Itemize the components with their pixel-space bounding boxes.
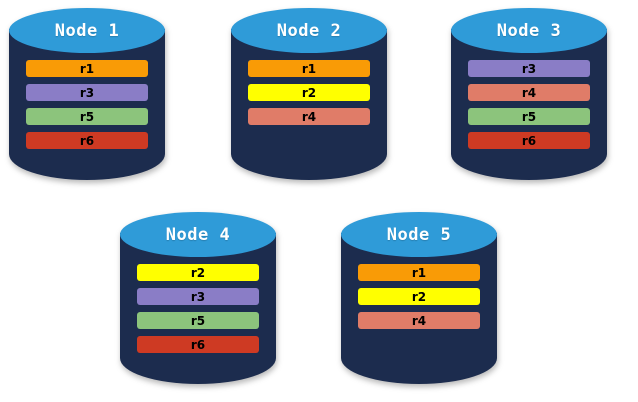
replica-bar[interactable]: r6 (26, 132, 148, 149)
replica-bar[interactable]: r2 (248, 84, 370, 101)
replica-bar[interactable]: r3 (26, 84, 148, 101)
replica-bar[interactable]: r1 (248, 60, 370, 77)
database-cylinder-icon: Node 5 r1 r2 r4 (341, 212, 497, 384)
database-node-2[interactable]: Node 2 r1 r2 r4 (231, 8, 387, 180)
database-node-3[interactable]: Node 3 r3 r4 r5 r6 (451, 8, 607, 180)
cylinder-top-ellipse (231, 8, 387, 53)
cylinder-top-ellipse (451, 8, 607, 53)
replica-bar[interactable]: r1 (358, 264, 480, 281)
replica-bar[interactable]: r4 (468, 84, 590, 101)
replica-bar[interactable]: r3 (137, 288, 259, 305)
replica-list: r2 r3 r5 r6 (120, 264, 276, 353)
replica-bar[interactable]: r2 (358, 288, 480, 305)
replica-bar[interactable]: r5 (137, 312, 259, 329)
database-cylinder-icon: Node 3 r3 r4 r5 r6 (451, 8, 607, 180)
replica-bar[interactable]: r1 (26, 60, 148, 77)
database-cylinder-icon: Node 4 r2 r3 r5 r6 (120, 212, 276, 384)
replica-list: r1 r2 r4 (341, 264, 497, 329)
node-title: Node 2 (276, 20, 342, 41)
replica-bar[interactable]: r4 (358, 312, 480, 329)
database-node-5[interactable]: Node 5 r1 r2 r4 (341, 212, 497, 384)
database-node-1[interactable]: Node 1 r1 r3 r5 r6 (9, 8, 165, 180)
replica-bar[interactable]: r6 (468, 132, 590, 149)
cylinder-body (451, 29, 607, 180)
replica-bar[interactable]: r3 (468, 60, 590, 77)
node-title: Node 4 (165, 224, 231, 245)
database-cylinder-icon: Node 1 r1 r3 r5 r6 (9, 8, 165, 180)
node-title: Node 3 (496, 20, 562, 41)
cylinder-body (120, 233, 276, 384)
cylinder-body (341, 233, 497, 384)
replica-list: r3 r4 r5 r6 (451, 60, 607, 149)
replica-bar[interactable]: r5 (26, 108, 148, 125)
database-node-4[interactable]: Node 4 r2 r3 r5 r6 (120, 212, 276, 384)
replica-bar[interactable]: r5 (468, 108, 590, 125)
cylinder-top-ellipse (9, 8, 165, 53)
node-title: Node 5 (386, 224, 452, 245)
replica-bar[interactable]: r2 (137, 264, 259, 281)
cylinder-body (231, 29, 387, 180)
node-title: Node 1 (54, 20, 120, 41)
cylinder-body (9, 29, 165, 180)
replica-list: r1 r2 r4 (231, 60, 387, 125)
cylinder-top-ellipse (341, 212, 497, 257)
replica-bar[interactable]: r4 (248, 108, 370, 125)
cylinder-top-ellipse (120, 212, 276, 257)
replica-list: r1 r3 r5 r6 (9, 60, 165, 149)
replica-bar[interactable]: r6 (137, 336, 259, 353)
database-cylinder-icon: Node 2 r1 r2 r4 (231, 8, 387, 180)
